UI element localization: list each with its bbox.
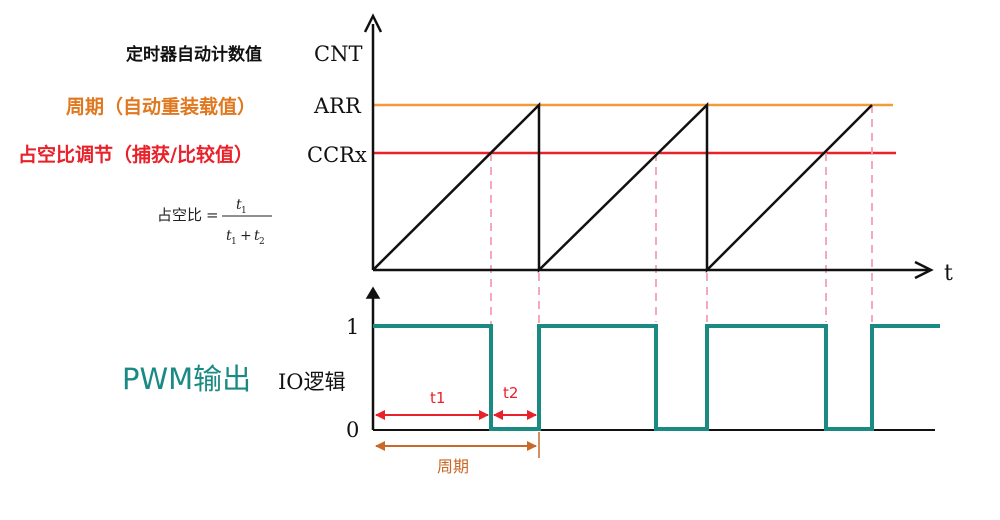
pwm-axis-arrow [365,286,381,299]
pwm-label-cn: PWM输出 [122,362,251,396]
cnt-axis-arrow [363,13,383,33]
formula-plus: + [240,228,252,244]
guide-lines [490,105,873,413]
time-axis-arrow [914,260,934,280]
level-low-label: 0 [346,418,359,442]
io-logic-label: IO逻辑 [278,370,346,394]
ccr-label-en: CCRx [307,143,367,167]
ccr-label-cn: 占空比调节（捕获/比较值） [18,143,253,166]
arr-label-cn: 周期（自动重装载值） [66,95,256,118]
t2-label: t2 [503,384,518,402]
cnt-label-en: CNT [314,42,362,66]
formula-equals: = [206,206,219,224]
formula-lhs: 占空比 [157,206,202,224]
formula-den-a-sub: 1 [231,237,237,247]
level-high-label: 1 [346,315,359,339]
time-axis-label: t [944,261,953,286]
formula-numerator-sub: 1 [241,206,247,216]
formula-numerator: t [236,197,242,213]
formula-den-a: t [226,228,232,244]
pwm-waveform [373,324,940,431]
period-label: 周期 [437,457,469,476]
formula-den-b-sub: 2 [259,237,265,247]
duty-cycle-formula: 占空比 = t 1 t 1 + t 2 [157,197,272,247]
counter-sawtooth [372,101,873,274]
formula-den-b: t [254,228,260,244]
cnt-label-cn: 定时器自动计数值 [126,44,262,65]
arr-label-en: ARR [313,94,362,118]
t1-label: t1 [430,389,445,407]
